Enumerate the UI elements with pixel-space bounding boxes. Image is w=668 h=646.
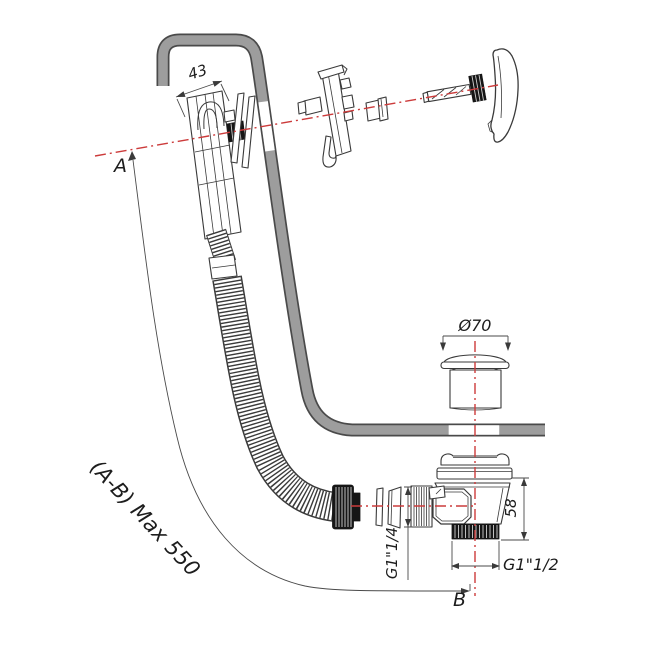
dim-58-label: 58 <box>502 498 520 517</box>
overflow-body <box>186 90 256 240</box>
overflow-hole-gap <box>158 35 545 435</box>
inlet-washer <box>375 487 384 527</box>
overflow-bushing-nut <box>365 96 389 122</box>
hose-knurled-nut <box>332 484 361 530</box>
dimension-58: 58 <box>501 477 529 541</box>
inlet-cone-gasket <box>387 486 402 529</box>
hose-connector <box>208 254 238 280</box>
centerlines <box>94 84 499 596</box>
point-a-label: A <box>112 155 127 177</box>
point-b-label: B <box>453 589 466 611</box>
overflow-gasket-2 <box>241 95 256 169</box>
dim-43-label: 43 <box>186 61 210 84</box>
dimension-d70: Ø70 <box>440 316 511 351</box>
ab-max-dimension <box>128 151 471 594</box>
ab-max-550-label: (A-B) Max 550 <box>85 455 205 581</box>
flexible-hose <box>212 275 338 522</box>
bathtub-profile <box>156 33 545 437</box>
dimension-43: 43 <box>175 61 230 118</box>
dim-g1-1-2-label: G1"1/2 <box>503 555 559 574</box>
drain-elbow <box>428 485 472 525</box>
overflow-hook <box>197 101 225 131</box>
dim-d70-label: Ø70 <box>458 316 492 335</box>
overflow-axis-centerline <box>94 84 499 157</box>
drain-body <box>410 482 511 540</box>
dimension-g1-1-4: G1"1/4 <box>383 486 412 580</box>
overflow-faceplate-bracket <box>297 64 355 168</box>
drain-trumpet-gasket <box>440 453 510 466</box>
dim-g1-1-4-label: G1"1/4 <box>383 527 401 579</box>
dimension-g1-1-2: G1"1/2 <box>451 541 559 574</box>
overflow-telescopic-tube <box>206 228 238 280</box>
overflow-gasket-1 <box>230 92 245 164</box>
bracket-hook <box>322 135 337 168</box>
overflow-cover-cap <box>487 48 519 143</box>
